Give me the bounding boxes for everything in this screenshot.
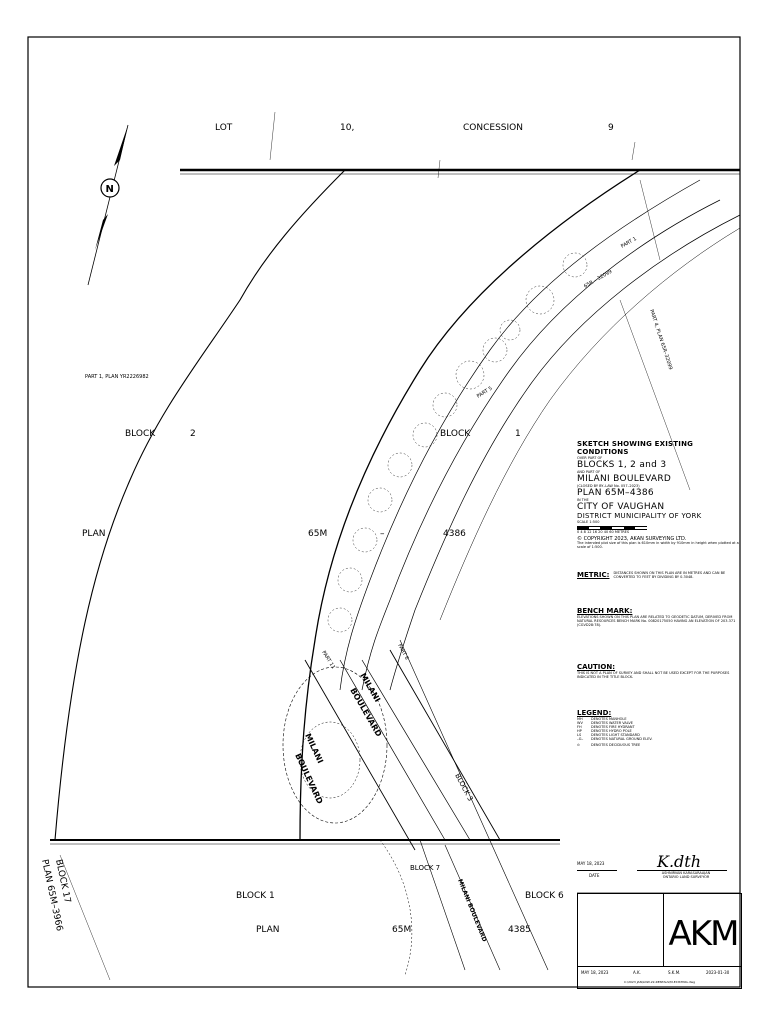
north-letter: N — [106, 184, 114, 195]
part1-right-label: PART 1 — [620, 236, 638, 250]
deciduous-tree-symbols — [327, 252, 588, 633]
concession-label: CONCESSION — [463, 123, 523, 133]
milani-boulevard-road — [304, 639, 549, 971]
block7-label: BLOCK 7 — [410, 864, 440, 872]
tb-date: MAY 18, 2023 — [581, 970, 609, 975]
plan-title: PLAN 65M–4386 — [577, 488, 654, 498]
scale-label: SCALE 1:500 — [577, 520, 600, 524]
cul-de-sac — [282, 666, 413, 976]
plan-label-b: 65M — [308, 529, 327, 539]
akm-logo: AKM — [668, 914, 740, 954]
caution-text: THIS IS NOT A PLAN OF SURVEY AND SHALL N… — [577, 671, 730, 679]
and-part-of: AND PART OF — [577, 470, 601, 474]
caution-title: CAUTION: — [577, 663, 616, 671]
lower-plan-label: PLAN — [256, 925, 280, 935]
lower-4385-label: 4385 — [508, 925, 531, 935]
milani-label-3: MILANI — [303, 732, 325, 765]
copyright-note: The intended plot size of this plan is 6… — [577, 541, 739, 549]
concession-number: 9 — [608, 123, 614, 133]
block2-west-boundary — [54, 169, 346, 841]
in-the: IN THE — [577, 498, 589, 502]
bench-mark-text: ELEVATIONS SHOWN ON THIS PLAN ARE RELATE… — [577, 615, 736, 627]
lot-label: LOT — [215, 123, 233, 133]
tb-drawn: A.K. — [633, 970, 641, 975]
legend-item: –G–DENOTES NATURAL GROUND ELEV. — [577, 737, 653, 741]
signature-date-label: DATE — [589, 873, 600, 878]
signature-block: MAY 18, 2023 DATE K.dth ASHNIRVAN KARASA… — [577, 852, 747, 888]
title-block-row: MAY 18, 2023 A.K. S.K.M. 2023-01-30 — [578, 966, 741, 979]
copyright: © COPYRIGHT 2023, AKAN SURVEYING LTD. — [577, 536, 687, 542]
city-title: CITY OF VAUGHAN — [577, 502, 665, 512]
metric-text: DISTANCES SHOWN ON THIS PLAN ARE IN METR… — [613, 571, 726, 579]
title-block: AKM MAY 18, 2023 A.K. S.K.M. 2023-01-30 … — [577, 893, 742, 989]
logo-cell: AKM — [663, 894, 742, 966]
block6-label: BLOCK 6 — [525, 891, 564, 901]
surveyor-name: ASHNIRVAN KARASARAAJAN ONTARIO LAND SURV… — [661, 871, 711, 879]
street-title: MILANI BOULEVARD — [577, 474, 672, 484]
block2-label-a: BLOCK — [125, 429, 156, 439]
lower-block1-label: BLOCK 1 — [236, 891, 275, 901]
bench-mark-title: BENCH MARK: — [577, 607, 633, 615]
surveyor-signature: K.dth — [657, 852, 702, 871]
lot-number: 10, — [340, 123, 354, 133]
lower-65m-label: 65M — [392, 925, 411, 935]
signature-date-value: MAY 18, 2023 — [577, 861, 605, 866]
part1-plan-label: PART 1, PLAN YR2226982 — [85, 374, 149, 380]
r-plan-label: 65R – 32099 — [583, 269, 613, 290]
sheet-border — [27, 36, 741, 988]
sketch-heading: SKETCH SHOWING EXISTING CONDITIONS — [577, 440, 694, 456]
plan-label-c: 4386 — [443, 529, 466, 539]
tb-checked: S.K.M. — [668, 970, 681, 975]
milani-lower-label: MILANI BOULEVARD — [456, 878, 488, 943]
plan-dash: – — [380, 529, 385, 539]
concession-line — [180, 111, 740, 179]
south-boundary-line — [50, 839, 560, 981]
part6-label: PART 6 — [396, 643, 409, 661]
tb-job-date: 2023-01-30 — [706, 970, 730, 975]
radial-lines — [619, 179, 691, 491]
scale-ticks: 0 4 8 12 16 20 40 60 METRES — [577, 530, 630, 534]
block1-label-b: 1 — [515, 429, 521, 439]
blocks-title: BLOCKS 1, 2 and 3 — [577, 460, 667, 470]
block1-label-a: BLOCK — [440, 429, 471, 439]
closed-by: (CLOSED BY BY–LAW No. 057–2023) — [577, 484, 640, 488]
part4-plan-label: PART 4, PLAN 65R–32099 — [648, 309, 673, 371]
over-part-of: OVER PART OF — [577, 456, 603, 460]
plan-label-a: PLAN — [82, 529, 106, 539]
scale-bar — [577, 526, 648, 530]
block2-label-b: 2 — [190, 429, 196, 439]
district-title: DISTRICT MUNICIPALITY OF YORK — [577, 512, 702, 520]
title-panel: SKETCH SHOWING EXISTING CONDITIONS OVER … — [577, 440, 747, 747]
block1-boundary-lines — [299, 169, 741, 841]
legend-title: LEGEND: — [577, 709, 612, 717]
part11-label: PART 11 — [320, 650, 336, 670]
north-arrow-icon: N — [87, 124, 129, 286]
metric-title: METRIC: — [577, 571, 610, 579]
legend-item: ⊙DENOTES DECIDUOUS TREE — [577, 743, 641, 747]
file-path: C:\2023 JAN\LDW-22-RENTALS\M-EXISTING.dw… — [623, 980, 696, 984]
